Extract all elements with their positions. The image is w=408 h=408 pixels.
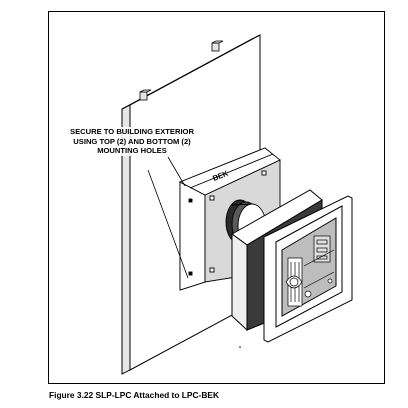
mounting-callout: SECURE TO BUILDING EXTERIOR USING TOP (2… [52,127,212,156]
internal-components [285,235,335,307]
callout-leader-lines [147,156,189,279]
figure-frame [48,11,385,384]
bottom-mounting-mark [239,346,241,348]
callout-line: SECURE TO BUILDING EXTERIOR [70,127,194,136]
top-mounting-studs [139,40,224,101]
callout-line: USING TOP (2) AND BOTTOM (2) [73,136,191,146]
callout-line: MOUNTING HOLES [97,146,167,156]
figure-caption: Figure 3.22 SLP-LPC Attached to LPC-BEK [49,390,219,400]
